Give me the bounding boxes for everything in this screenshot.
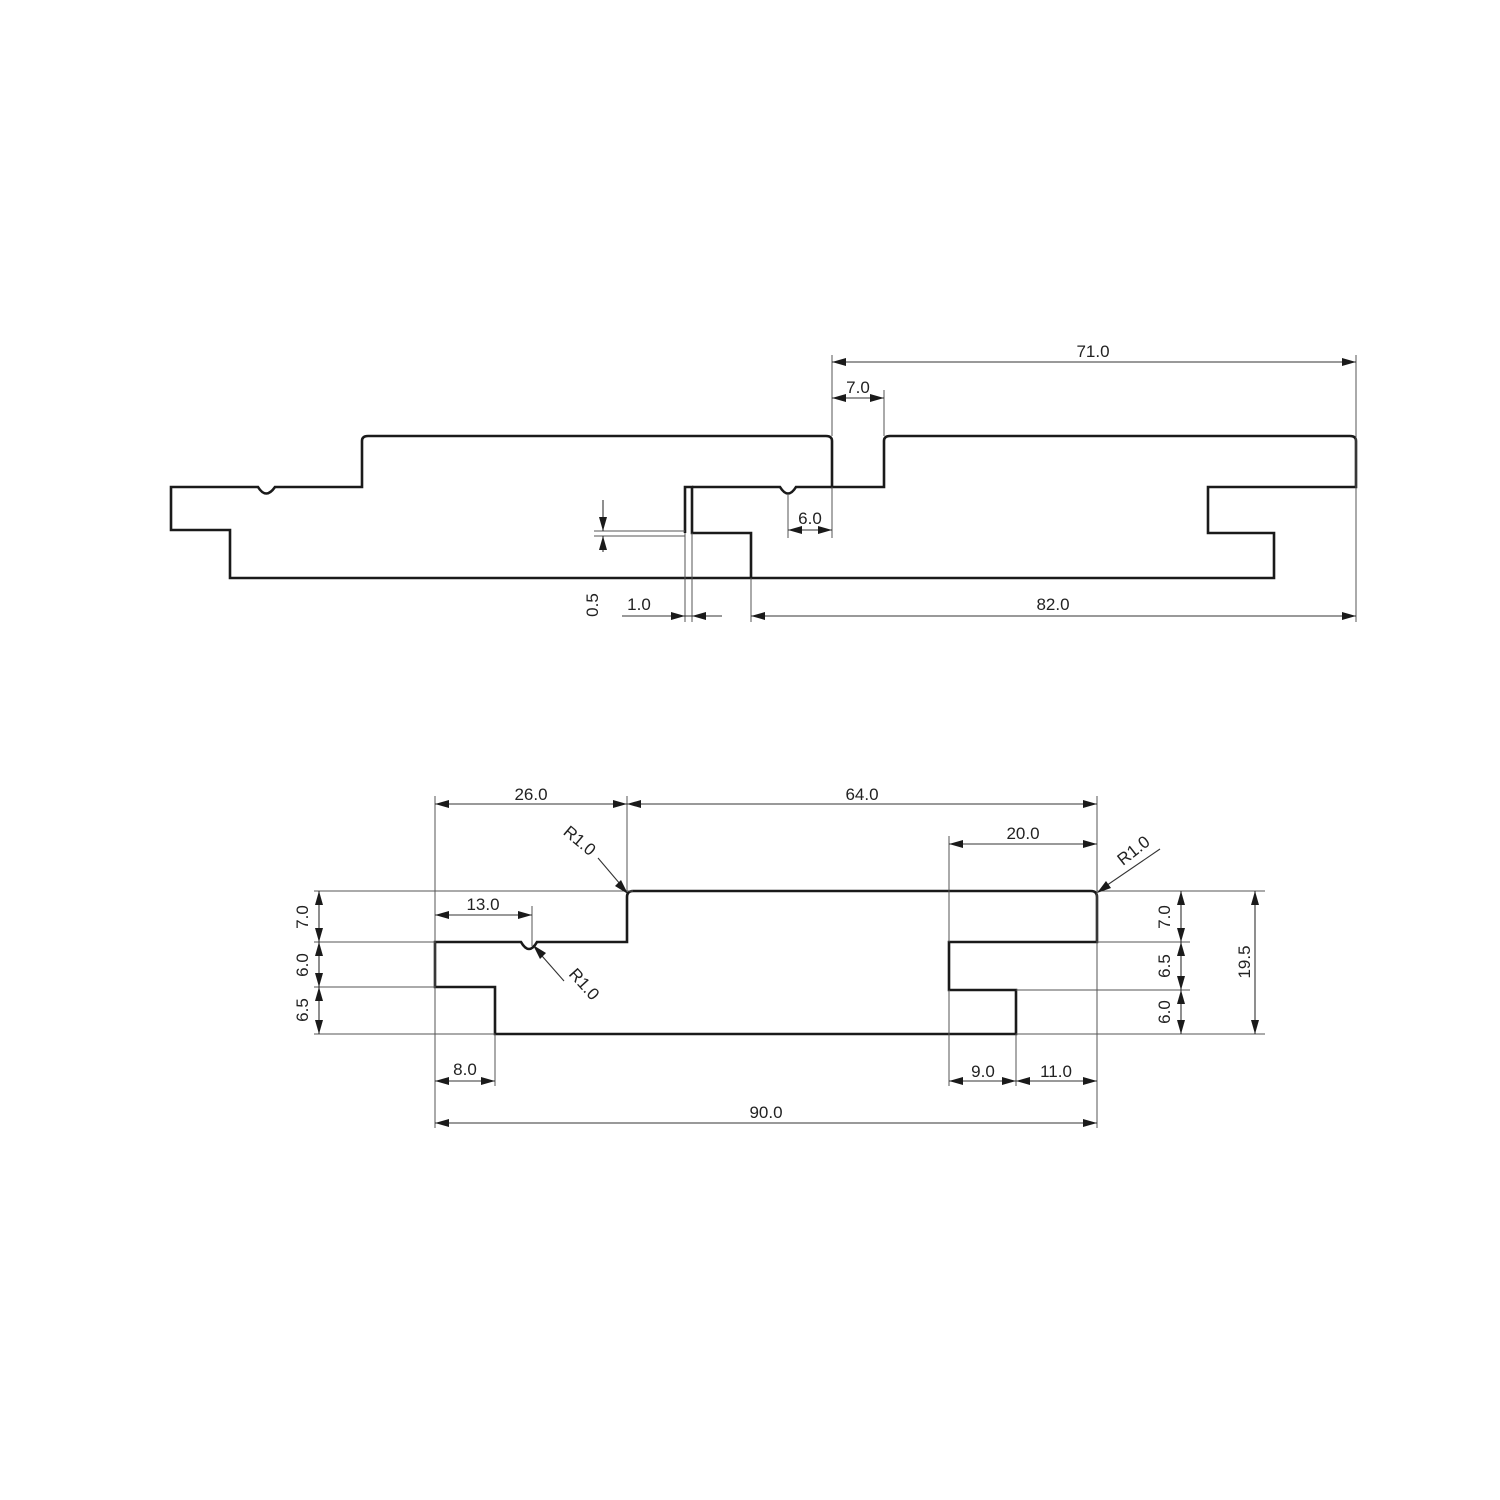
dim-label-bottom-length: 82.0 xyxy=(1036,595,1069,614)
dim-label-right-step-1: 7.0 xyxy=(1155,905,1174,929)
dim-label-total-height: 19.5 xyxy=(1235,945,1254,978)
dim-label-right-foot: 11.0 xyxy=(1040,1062,1072,1081)
top-profile-view: 71.0 7.0 6.0 0.5 1.0 82.0 xyxy=(169,342,1358,622)
dim-label-notch-offset: 13.0 xyxy=(466,895,499,914)
dim-label-right-tongue: 20.0 xyxy=(1006,824,1039,843)
dim-label-top-span: 64.0 xyxy=(845,785,878,804)
dim-label-overall-width: 71.0 xyxy=(1076,342,1109,361)
top-profile-outline xyxy=(169,434,1358,580)
top-inner-tongue-top xyxy=(692,485,832,495)
dim-label-left-foot: 8.0 xyxy=(453,1060,477,1079)
dim-label-notch-offset: 6.0 xyxy=(798,509,822,528)
top-dimension-lines xyxy=(599,358,1356,620)
dim-label-left-step-1: 7.0 xyxy=(293,905,312,929)
dim-label-overall-width: 90.0 xyxy=(749,1103,782,1122)
bottom-profile-outline xyxy=(433,889,1099,1036)
top-inner-tongue xyxy=(683,485,753,578)
dim-label-gap-height: 0.5 xyxy=(583,593,602,617)
bottom-dimension-lines xyxy=(315,800,1259,1127)
dim-label-right-slot: 9.0 xyxy=(971,1062,995,1081)
dim-label-left-step-2: 6.0 xyxy=(293,953,312,977)
dim-label-radius-right: R1.0 xyxy=(1114,832,1154,869)
dim-label-right-step-3: 6.0 xyxy=(1155,1000,1174,1024)
dim-label-gap-width: 1.0 xyxy=(627,595,651,614)
dim-label-radius-notch: R1.0 xyxy=(565,965,603,1004)
dim-label-radius-left: R1.0 xyxy=(560,822,600,860)
top-extension-lines xyxy=(594,355,1357,622)
bottom-profile-view: 26.0 64.0 20.0 13.0 R1.0 R1.0 R1.0 7.0 6… xyxy=(293,785,1265,1128)
dim-label-left-top: 26.0 xyxy=(514,785,547,804)
dim-label-left-step-3: 6.5 xyxy=(293,998,312,1022)
dim-label-right-step-2: 6.5 xyxy=(1155,954,1174,978)
dim-label-groove-width: 7.0 xyxy=(846,378,870,397)
